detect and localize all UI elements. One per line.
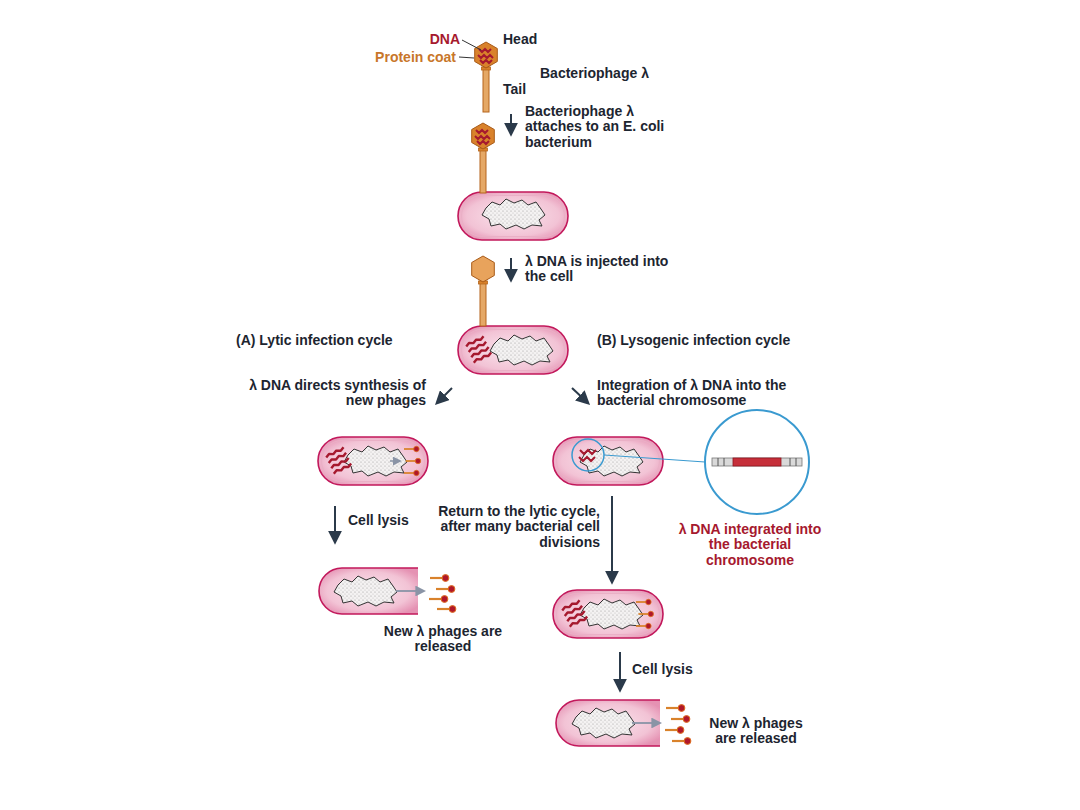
integrated-dna: [579, 450, 596, 461]
released-phages: [429, 575, 456, 613]
leader-line: [462, 40, 481, 50]
step-arrow: [611, 496, 613, 582]
new-phages: [636, 599, 654, 628]
bacterial-chromosome: [580, 599, 643, 629]
zoom-line: [604, 455, 705, 462]
release-arrow: [632, 722, 660, 724]
bacterium: [553, 590, 663, 638]
organism-label: Bacteriophage λ: [540, 66, 710, 81]
phage-dna: [465, 336, 492, 363]
step-arrow: [510, 114, 512, 134]
step-arrow: [510, 258, 512, 280]
lysed-bacterium: [556, 700, 660, 746]
bacterium: [553, 437, 663, 485]
step-label: λ DNA directs synthesis of new phages: [226, 378, 426, 409]
bacterial-chromosome: [482, 199, 545, 229]
step-arrow: [334, 506, 336, 542]
phage-lambda: [472, 123, 495, 193]
bacterium: [318, 437, 428, 485]
cycle-heading: (A) Lytic infection cycle: [236, 333, 450, 348]
bacterial-chromosome: [490, 335, 553, 365]
part-label: Head: [503, 32, 563, 47]
phage-dna: [561, 600, 588, 627]
cycle-heading: (B) Lysogenic infection cycle: [597, 333, 837, 348]
part-label: Tail: [503, 82, 563, 97]
step-arrow: [437, 388, 452, 403]
bacterial-chromosome: [344, 446, 407, 476]
step-label: Cell lysis: [632, 662, 732, 677]
new-phages: [404, 446, 421, 475]
chromosome-segment: [712, 458, 802, 466]
bacterium: [458, 192, 568, 240]
part-label: Protein coat: [340, 50, 456, 65]
step-label: Bacteriophage λ attaches to an E. coli b…: [525, 104, 690, 150]
leader-line: [459, 57, 474, 58]
step-label: Return to the lytic cycle, after many ba…: [418, 504, 600, 550]
zoom-caption: λ DNA integrated into the bacterial chro…: [672, 522, 828, 568]
phage-dna: [325, 447, 352, 474]
result-label: New λ phages are released: [700, 716, 812, 747]
release-arrow: [396, 590, 424, 592]
zoom-circle: [572, 439, 604, 471]
step-label: λ DNA is injected into the cell: [525, 254, 675, 285]
phage-lambda: [475, 42, 498, 112]
empty-phage: [472, 256, 495, 326]
bacterial-chromosome: [334, 576, 397, 606]
part-label: DNA: [400, 32, 460, 47]
result-label: New λ phages are released: [378, 624, 508, 655]
step-label: Integration of λ DNA into the bacterial …: [597, 378, 827, 409]
bacterium: [458, 326, 568, 374]
synthesis-arrow: [390, 460, 400, 462]
bacterial-chromosome: [572, 708, 635, 738]
step-arrow: [619, 652, 621, 690]
released-phages: [665, 705, 691, 745]
step-arrow: [572, 388, 588, 403]
magnifier-circle: [705, 410, 809, 514]
step-label: Cell lysis: [348, 513, 448, 528]
